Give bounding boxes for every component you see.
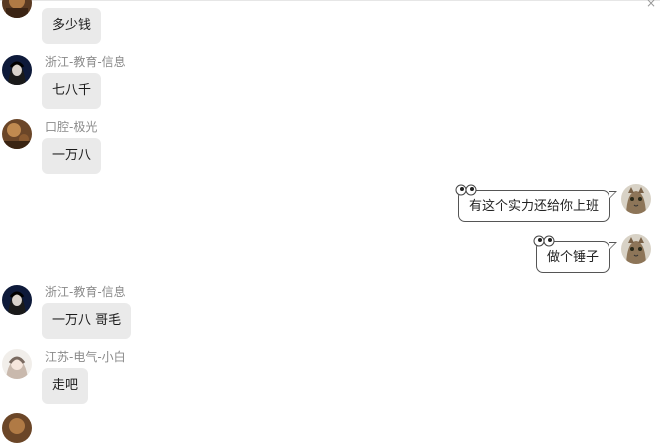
avatar[interactable] [2, 0, 32, 18]
message-bubble: 走吧 [42, 368, 89, 404]
avatar[interactable] [2, 119, 32, 149]
bubble-tail-inner [609, 243, 615, 249]
avatar[interactable] [2, 285, 32, 315]
avatar[interactable] [2, 413, 32, 443]
eyes-icon [533, 235, 555, 247]
bubble-tail-inner [609, 192, 615, 198]
sender-name: 江苏-电气-小白 [45, 350, 126, 364]
message-bubble-own: 有这个实力还给你上班 [455, 184, 617, 222]
eyes-icon [455, 184, 477, 196]
avatar[interactable] [2, 349, 32, 379]
top-divider [0, 0, 660, 1]
sender-name: 浙江-教育-信息 [45, 55, 126, 69]
close-icon[interactable]: × [645, 0, 656, 10]
sender-name: 口腔-极光 [45, 120, 98, 134]
avatar[interactable] [621, 184, 651, 214]
message-text: 有这个实力还给你上班 [468, 199, 599, 214]
avatar[interactable] [621, 234, 651, 264]
message-bubble-own: 做个锤子 [533, 235, 617, 273]
sender-name: 浙江-教育-信息 [45, 285, 126, 299]
message-bubble: 七八千 [42, 73, 102, 109]
message-bubble: 多少钱 [42, 8, 102, 44]
avatar[interactable] [2, 55, 32, 85]
message-bubble: 一万八 哥毛 [42, 303, 132, 339]
message-bubble: 一万八 [42, 138, 102, 174]
message-text: 做个锤子 [546, 250, 599, 265]
